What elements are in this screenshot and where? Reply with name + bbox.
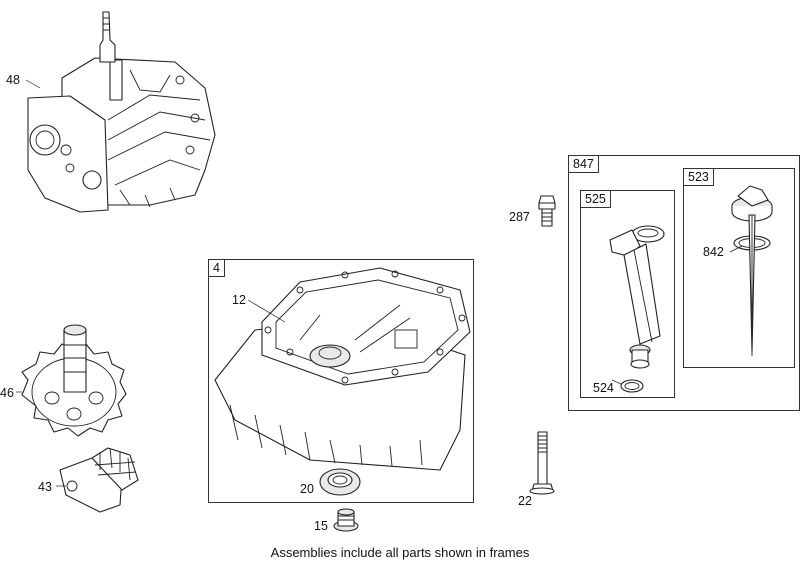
frame-dipstick-tube-assembly: 525 [580, 190, 675, 398]
callout-crankcase: 48 [6, 73, 20, 87]
bolt-287-drawing [538, 195, 556, 227]
callout-governor: 43 [38, 480, 52, 494]
governor-drawing [56, 447, 139, 513]
callout-tube-oring: 524 [593, 381, 614, 395]
plug-drawing [333, 508, 359, 532]
callout-bolt-22: 22 [518, 494, 532, 508]
frame-dipstick-cap-assembly: 523 [683, 168, 795, 368]
callout-oil-seal: 20 [300, 482, 314, 496]
frame-tag-dipstick-tube-assembly: 525 [581, 191, 611, 208]
callout-bolt-287: 287 [509, 210, 530, 224]
diagram-caption: Assemblies include all parts shown in fr… [270, 545, 530, 560]
callout-cam-gear: 46 [0, 386, 14, 400]
frame-tag-dipstick-cap-assembly: 523 [684, 169, 714, 186]
callout-sump-gasket: 12 [232, 293, 246, 307]
dipstick-cap-drawing [729, 185, 773, 356]
callout-cap-oring: 842 [703, 245, 724, 259]
frame-sump-assembly: 4 [208, 259, 474, 503]
cam-gear-drawing [16, 324, 127, 437]
callout-plug: 15 [314, 519, 328, 533]
frame-tag-dipstick-assembly: 847 [569, 156, 599, 173]
crankcase-drawing [25, 11, 216, 213]
frame-tag-sump-assembly: 4 [209, 260, 225, 277]
bolt-22-drawing [529, 431, 555, 495]
oil-sump-drawing [214, 267, 471, 471]
dipstick-tube-drawing [609, 225, 665, 393]
oil-seal-drawing [319, 468, 361, 496]
